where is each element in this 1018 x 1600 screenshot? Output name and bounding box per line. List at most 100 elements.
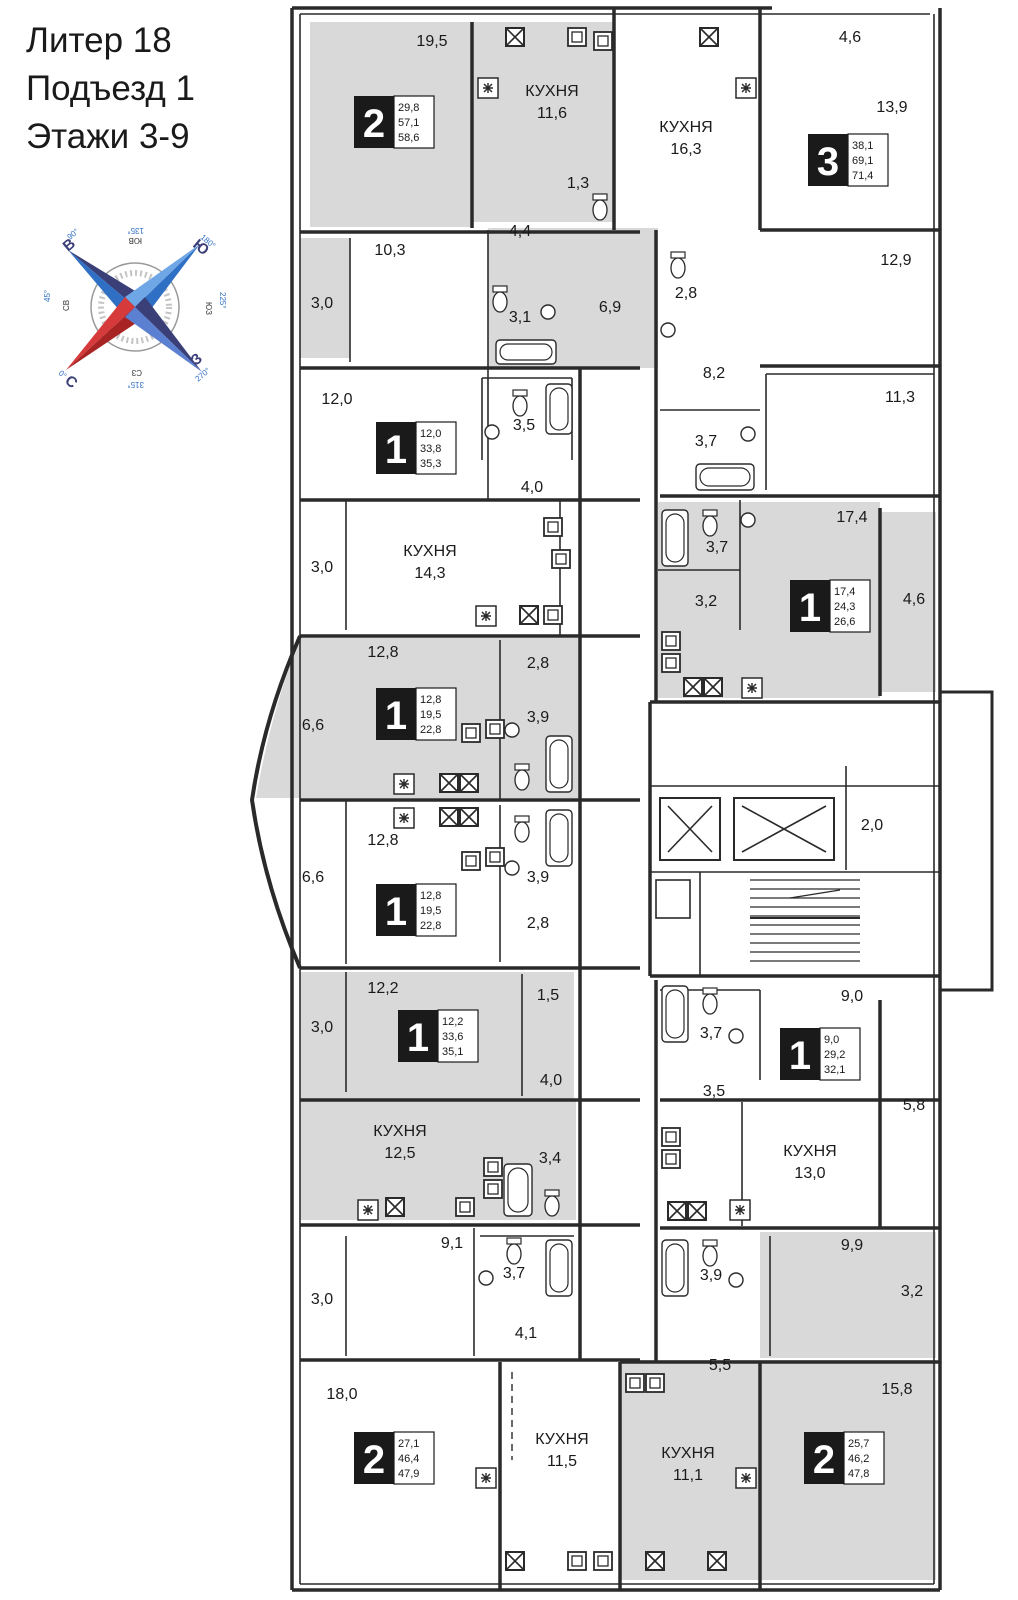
room-label-lobby: 2,0 [861,817,883,834]
bathtub-inner-icon [549,739,569,789]
room-label-a3-room: 12,8 [367,644,398,661]
toilet-icon [670,251,686,259]
room-label-a2-bath: 3,5 [513,417,535,434]
toilet-icon [702,987,718,995]
cabinet-inner-icon [665,1153,677,1165]
room-count-badge [376,422,416,474]
cabinet-icon [455,1197,475,1217]
room-label-a1-balcony: 3,0 [311,295,333,312]
room-label-area: 13,0 [794,1165,825,1182]
cabinet-inner-icon [571,1555,583,1567]
compass-needle-west-light [68,250,135,317]
cabinet-icon [543,517,563,537]
room-count-apt-a9: 1 [799,586,821,630]
area-box [819,1027,861,1081]
toilet-bowl-icon [506,1243,522,1265]
room-count-badge [354,1432,394,1484]
cabinet-inner-icon [629,1377,641,1389]
toilet-bowl-icon [670,257,686,279]
room-label-a10-room3: 11,3 [885,389,915,406]
curved-wall [249,635,302,969]
cabinet-inner-icon [555,553,567,565]
toilet-icon [514,815,530,823]
room-label-a10-room: 13,9 [876,99,907,116]
compass-deg-225: 225° [218,292,227,309]
external-shaft [938,690,994,992]
area-value: 19,5 [420,905,441,917]
area-box [415,687,457,741]
room-count-badge [780,1028,820,1080]
toilet-bowl-icon [492,291,508,313]
cabinet-inner-icon [597,1555,609,1567]
stair-niche-icon [655,879,691,919]
compass-rose-icon: В Ю С З 90° 180° 45° 225° 0° 270° 135° 3… [43,226,227,392]
room-label-a4-room: 12,8 [367,832,398,849]
sink-icon [540,304,556,320]
room-count-apt-a7: 2 [813,1438,835,1482]
toilet-bowl-icon [702,993,718,1015]
compass-needle-north [66,297,135,370]
cabinet-icon [661,631,681,651]
area-box [393,95,435,149]
vent-star-icon [747,683,757,693]
room-label-a10-room2: 12,9 [880,252,911,269]
area-value: 46,4 [398,1453,419,1465]
stove-cross-icon [385,1197,405,1217]
compass-needle-west [68,250,145,307]
room-label-a2-hall: 4,0 [521,479,543,496]
bathtub-icon [661,1239,689,1297]
room-label-a8-bath: 3,7 [700,1025,722,1042]
cabinet-inner-icon [571,31,583,43]
stove-cross-icon [703,677,723,697]
toilet-bowl-icon [514,769,530,791]
stove-cross-icon [699,27,719,47]
room-count-apt-a2: 1 [385,428,407,472]
bathtub-inner-icon [507,1167,529,1213]
stair-arrow-icon [789,889,841,899]
cabinet-inner-icon [487,1161,499,1173]
bathtub-icon [545,383,573,435]
room-count-badge [790,580,830,632]
area-box [393,1431,435,1485]
room-label-area: 16,3 [670,141,701,158]
room-label-kitchen: КУХНЯ [535,1431,588,1448]
toilet-icon [702,509,718,517]
sink-icon [504,722,520,738]
cabinet-inner-icon [649,1377,661,1389]
room-label-a5-hall: 4,0 [540,1072,562,1089]
header-line-3: Этажи 3-9 [26,117,190,156]
cabinet-inner-icon [489,723,501,735]
room-count-badge [376,688,416,740]
bathtub-icon [661,509,689,567]
shaded-area [880,512,936,692]
toilet-bowl-icon [544,1195,560,1217]
area-value: 33,6 [442,1031,463,1043]
cabinet-inner-icon [459,1201,471,1213]
compass-deg-45: 45° [43,290,52,302]
area-value: 33,8 [420,443,441,455]
bathtub-icon [545,809,573,867]
elevator-cross-icon [741,805,827,853]
room-label-kitchen: КУХНЯ [525,83,578,100]
room-label-a1-room: 19,5 [416,33,447,50]
room-label-kitchen: КУХНЯ [659,119,712,136]
room-count-apt-a4: 1 [385,890,407,934]
room-count-badge [808,134,848,186]
area-value: 29,8 [398,102,419,114]
room-label-a10-kitchen: КУХНЯ 16,3 [659,119,712,158]
area-value: 58,6 [398,132,419,144]
cabinet-inner-icon [665,635,677,647]
room-count-apt-a6: 2 [363,1438,385,1482]
cabinet-icon [625,1373,645,1393]
sink-icon [660,322,676,338]
sink-icon [728,1272,744,1288]
cabinet-inner-icon [547,521,559,533]
vent-star-icon [363,1205,373,1215]
compass-sub-yuv: ЮВ [129,236,142,245]
room-label-a1-bath: 1,3 [567,175,589,192]
